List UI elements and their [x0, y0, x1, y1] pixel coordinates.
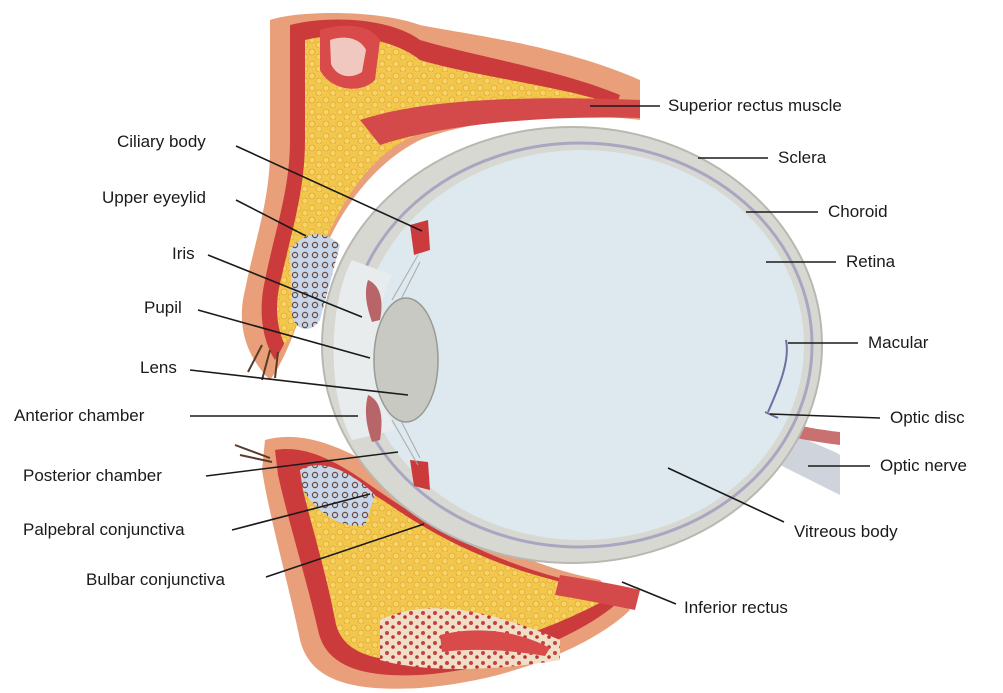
- label-pupil: Pupil: [144, 298, 182, 318]
- label-iris: Iris: [172, 244, 195, 264]
- label-lens: Lens: [140, 358, 177, 378]
- label-vitreous-body: Vitreous body: [794, 522, 898, 542]
- label-choroid: Choroid: [828, 202, 888, 222]
- label-retina: Retina: [846, 252, 895, 272]
- label-inferior-rectus: Inferior rectus: [684, 598, 788, 618]
- label-ciliary-body: Ciliary body: [117, 132, 206, 152]
- label-posterior-chamber: Posterior chamber: [23, 466, 162, 486]
- label-optic-disc: Optic disc: [890, 408, 965, 428]
- label-sclera: Sclera: [778, 148, 826, 168]
- label-macular: Macular: [868, 333, 928, 353]
- label-bulbar-conjunctiva: Bulbar conjunctiva: [86, 570, 225, 590]
- label-palpebral-conjunctiva: Palpebral conjunctiva: [23, 520, 185, 540]
- label-upper-eyelid: Upper eyeylid: [102, 188, 206, 208]
- eyeball: [322, 127, 822, 563]
- label-anterior-chamber: Anterior chamber: [14, 406, 144, 426]
- label-optic-nerve: Optic nerve: [880, 456, 967, 476]
- label-superior-rectus: Superior rectus muscle: [668, 96, 842, 116]
